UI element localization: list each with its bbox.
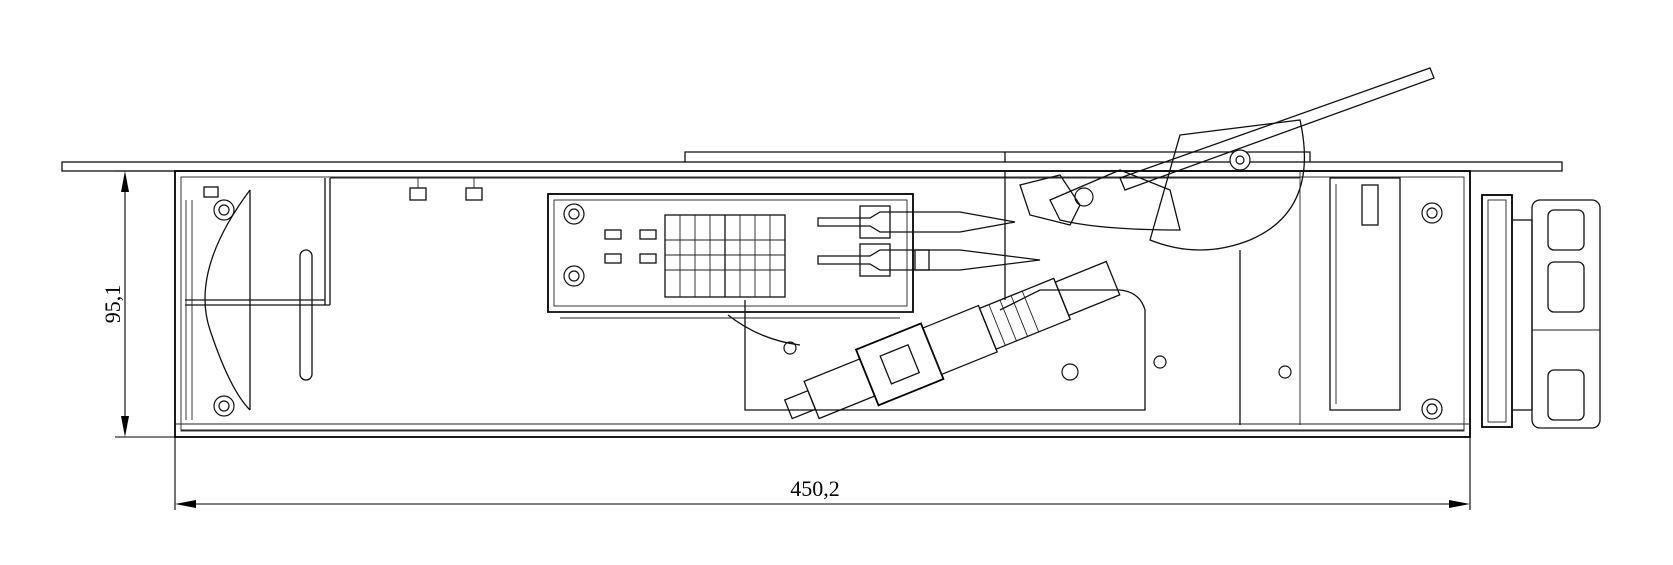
hinged-lid bbox=[1019, 67, 1435, 251]
splice-cassette bbox=[547, 193, 914, 319]
left-bracket bbox=[185, 178, 331, 420]
rivet-small-top bbox=[203, 178, 483, 201]
height-dimension bbox=[115, 170, 175, 438]
screw-hole-right-bottom bbox=[1421, 398, 1443, 420]
mid-divider bbox=[1004, 171, 1301, 425]
angled-sc-connector bbox=[783, 260, 1121, 420]
screw-hole-right-top bbox=[1421, 202, 1443, 224]
cassette-screw-top bbox=[563, 203, 585, 225]
housing-body bbox=[174, 170, 1471, 438]
cable-gland bbox=[1481, 194, 1601, 429]
screw-hole-left-top bbox=[213, 199, 235, 221]
height-dimension-label: 95,1 bbox=[100, 285, 125, 324]
fiber-adapter-upper bbox=[817, 205, 1016, 239]
right-bracket bbox=[1329, 177, 1401, 411]
fiber-adapter-lower bbox=[817, 243, 1041, 277]
top-cover-plate bbox=[61, 151, 1563, 172]
screw-hole-left-bottom bbox=[213, 395, 235, 417]
width-dimension-label: 450,2 bbox=[790, 476, 840, 501]
bottom-connector-plate bbox=[727, 289, 1292, 411]
width-dimension bbox=[174, 437, 1471, 510]
cassette-screw-bottom bbox=[563, 265, 585, 287]
